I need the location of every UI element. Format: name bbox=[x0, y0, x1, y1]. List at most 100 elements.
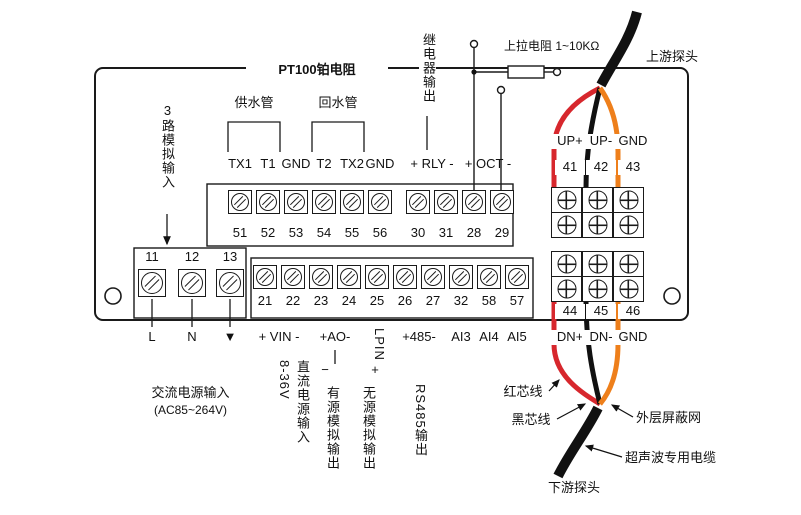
terminal-screw-31 bbox=[434, 190, 458, 214]
analog-input-3ch-label: 3路模拟输入 bbox=[159, 103, 175, 189]
terminal-number: 26 bbox=[397, 293, 413, 308]
bottom-terminal-strip bbox=[250, 257, 534, 319]
terminal-label-oct: + OCT - bbox=[464, 156, 512, 171]
terminal-number: 56 bbox=[372, 225, 388, 240]
terminal-number: 13 bbox=[222, 249, 238, 264]
terminal-screw-56 bbox=[368, 190, 392, 214]
terminal-screw-30 bbox=[406, 190, 430, 214]
terminal-screw-12 bbox=[178, 269, 206, 297]
open-terminal bbox=[496, 85, 506, 95]
terminal-number: 31 bbox=[438, 225, 454, 240]
passive-analog-out-label: 无源模拟输出 bbox=[360, 386, 376, 470]
ai5-label: AI5 bbox=[507, 329, 527, 344]
terminal-number: 32 bbox=[453, 293, 469, 308]
mounting-hole-left bbox=[104, 287, 122, 305]
terminal-number: 55 bbox=[344, 225, 360, 240]
dc-input-label: 直流电源输入 bbox=[294, 360, 310, 444]
terminal-number: 11 bbox=[145, 249, 159, 264]
terminal-label-gnd1: GND bbox=[281, 156, 311, 171]
pullup-resistor-label: 上拉电阻 1~10KΩ bbox=[503, 39, 601, 54]
terminal-label-tx1: TX1 bbox=[228, 156, 252, 171]
terminal-number: 27 bbox=[425, 293, 441, 308]
terminal-screw-22 bbox=[281, 265, 305, 289]
terminal-number: 44 bbox=[555, 303, 585, 319]
red-core-label: 红芯线 bbox=[503, 384, 543, 399]
terminal-label-rly: + RLY - bbox=[410, 156, 454, 171]
terminal-number: 25 bbox=[369, 293, 385, 308]
rs485-terminal-label: +485- bbox=[402, 329, 436, 344]
terminal-cell-43 bbox=[613, 187, 644, 213]
terminal-screw-27 bbox=[421, 265, 445, 289]
terminal-screw-25 bbox=[365, 265, 389, 289]
downstream-cable-jacket bbox=[553, 405, 603, 479]
terminal-number: 45 bbox=[586, 303, 616, 319]
power-label-neutral: N bbox=[187, 329, 197, 344]
rs485-output-label: RS485输出 bbox=[412, 384, 428, 457]
junction-dot bbox=[471, 69, 477, 75]
terminal-screw-53 bbox=[284, 190, 308, 214]
terminal-screw-21 bbox=[253, 265, 277, 289]
callout-arrows bbox=[548, 379, 634, 458]
pullup-resistor-symbol bbox=[507, 65, 545, 79]
ai4-label: AI4 bbox=[479, 329, 499, 344]
terminal-cell bbox=[582, 212, 613, 238]
terminal-cell bbox=[551, 251, 582, 277]
shield-mesh-label: 外层屏蔽网 bbox=[636, 410, 702, 425]
ac-input-label: 交流电源输入 bbox=[151, 385, 230, 400]
return-pipe-bracket bbox=[311, 121, 365, 152]
terminal-number: 57 bbox=[509, 293, 525, 308]
terminal-number: 58 bbox=[481, 293, 497, 308]
terminal-number: 22 bbox=[285, 293, 301, 308]
active-analog-out-label: 有源模拟输出 bbox=[324, 386, 340, 470]
terminal-screw-26 bbox=[393, 265, 417, 289]
terminal-cell-41 bbox=[551, 187, 582, 213]
terminal-cell bbox=[613, 212, 644, 238]
terminal-label-gnd2: GND bbox=[365, 156, 395, 171]
diagram-title: PT100铂电阻 bbox=[246, 62, 388, 78]
vin-label: + VIN - bbox=[258, 329, 300, 344]
terminal-screw-58 bbox=[477, 265, 501, 289]
terminal-label-t1: T1 bbox=[260, 156, 276, 171]
return-pipe-label: 回水管 bbox=[318, 95, 358, 110]
terminal-cell bbox=[582, 251, 613, 277]
enclosure-outline bbox=[94, 67, 689, 321]
top-terminal-strip bbox=[206, 183, 514, 247]
open-terminal bbox=[552, 67, 562, 77]
terminal-cell bbox=[551, 212, 582, 238]
up-minus-label: UP- bbox=[582, 133, 620, 149]
plus-sign: + bbox=[371, 362, 379, 377]
supply-pipe-bracket bbox=[227, 121, 281, 152]
terminal-label-t2: T2 bbox=[316, 156, 332, 171]
ac-range-label: (AC85~264V) bbox=[153, 403, 228, 417]
terminal-screw-51 bbox=[228, 190, 252, 214]
dn-minus-label: DN- bbox=[582, 329, 620, 345]
lpin-label: LPIN bbox=[371, 328, 387, 361]
terminal-number: 46 bbox=[618, 303, 648, 319]
terminal-cell-44 bbox=[551, 276, 582, 302]
terminal-number: 43 bbox=[618, 159, 648, 175]
black-core-label: 黑芯线 bbox=[511, 412, 551, 427]
terminal-screw-24 bbox=[337, 265, 361, 289]
ground-symbol: ▼ bbox=[223, 329, 237, 344]
terminal-number: 54 bbox=[316, 225, 332, 240]
terminal-cell-42 bbox=[582, 187, 613, 213]
upstream-orange-wire bbox=[597, 86, 621, 188]
terminal-screw-54 bbox=[312, 190, 336, 214]
terminal-number: 28 bbox=[466, 225, 482, 240]
oct-pullup-circuit bbox=[469, 39, 562, 190]
power-terminal-strip bbox=[133, 247, 247, 319]
terminal-screw-32 bbox=[449, 265, 473, 289]
upstream-probe-label: 上游探头 bbox=[646, 49, 699, 64]
terminal-number: 41 bbox=[555, 159, 585, 175]
terminal-number: 51 bbox=[232, 225, 248, 240]
terminal-label-tx2: TX2 bbox=[340, 156, 364, 171]
dc-voltage-label: 8-36V bbox=[276, 360, 292, 400]
terminal-screw-13 bbox=[216, 269, 244, 297]
terminal-number: 42 bbox=[586, 159, 616, 175]
ultrasonic-cable-label: 超声波专用电缆 bbox=[625, 450, 717, 465]
minus-sign: − bbox=[321, 362, 329, 377]
power-label-live: L bbox=[148, 329, 156, 344]
terminal-number: 53 bbox=[288, 225, 304, 240]
terminal-number: 52 bbox=[260, 225, 276, 240]
